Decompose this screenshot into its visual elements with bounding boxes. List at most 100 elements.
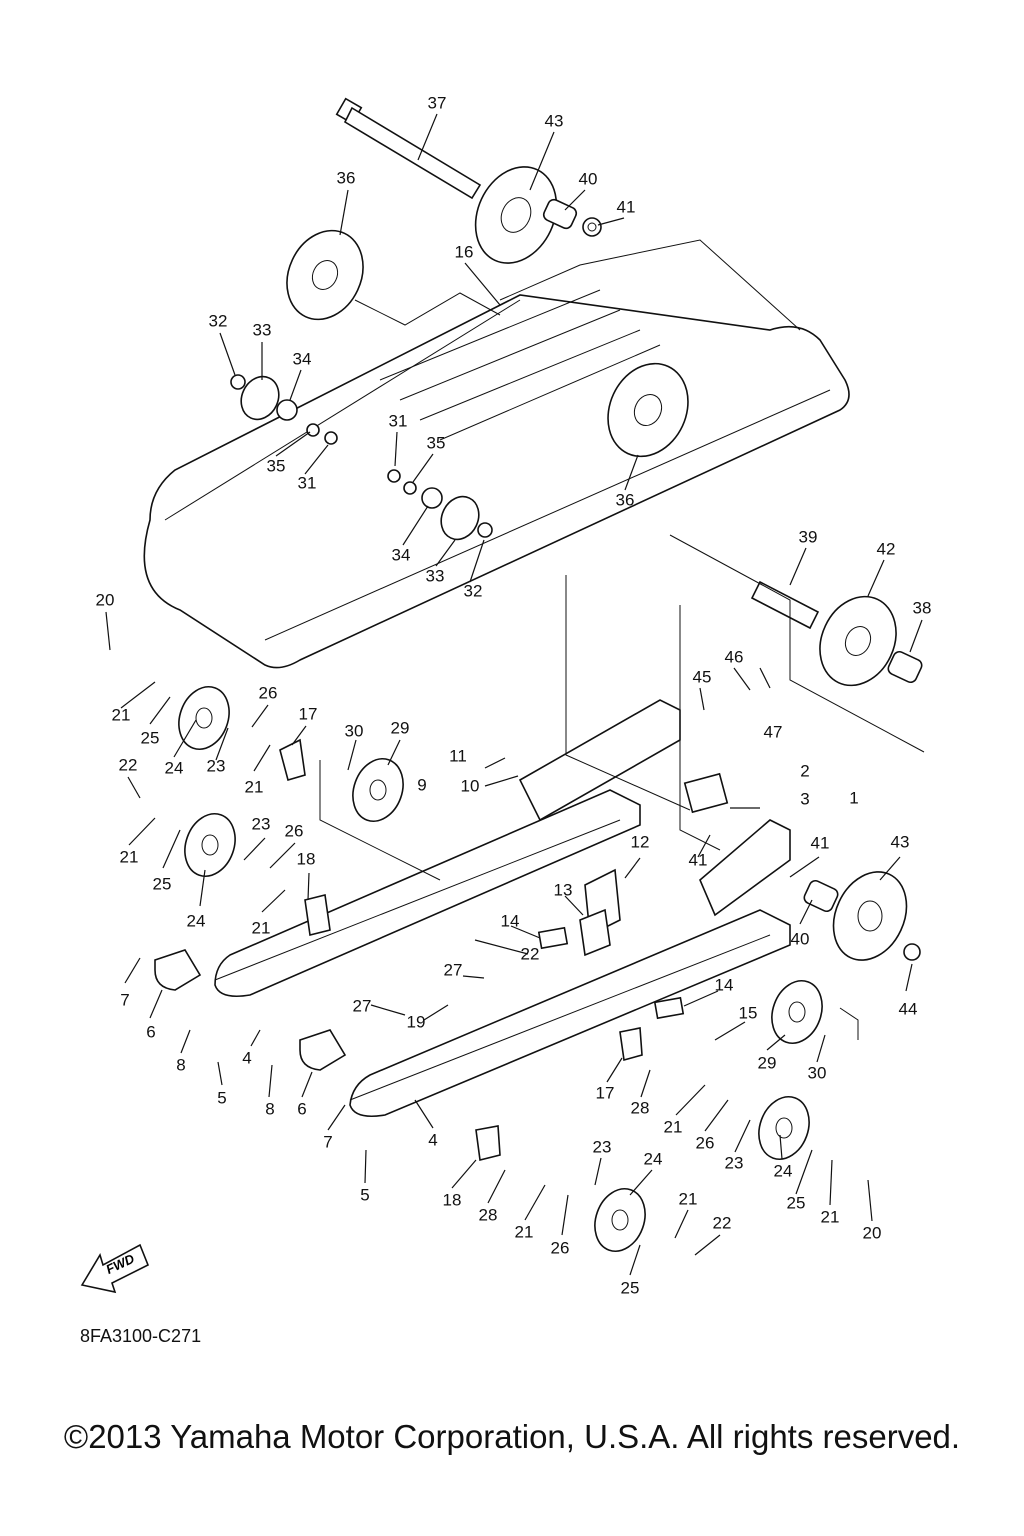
callout-23: 23 [593, 1137, 612, 1156]
callout-3: 3 [800, 789, 809, 808]
callout-14: 14 [501, 911, 520, 930]
callout-28: 28 [479, 1205, 498, 1224]
alignment-guides [319, 292, 925, 1040]
callout-20: 20 [863, 1223, 882, 1242]
callout-21: 21 [120, 847, 139, 866]
callout-41: 41 [689, 850, 708, 869]
stopper-6-a [154, 949, 202, 991]
callout-27: 27 [353, 996, 372, 1015]
track-belt [143, 239, 850, 669]
callout-40: 40 [791, 929, 810, 948]
leader-lines [105, 113, 923, 1276]
callout-16: 16 [455, 242, 474, 261]
callout-27: 27 [444, 960, 463, 979]
callout-4: 4 [428, 1130, 437, 1149]
rear-wheel-42 [819, 595, 897, 687]
callout-42: 42 [877, 539, 896, 558]
callout-21: 21 [679, 1189, 698, 1208]
callout-18: 18 [297, 849, 316, 868]
callout-31: 31 [298, 473, 317, 492]
guide-wheel-24-b [184, 813, 236, 877]
callout-14: 14 [715, 975, 734, 994]
callout-21: 21 [112, 705, 131, 724]
callout-21: 21 [252, 918, 271, 937]
callout-47: 47 [764, 722, 783, 741]
callout-33: 33 [426, 566, 445, 585]
bearing-set-center [387, 469, 493, 541]
callout-4: 4 [242, 1048, 251, 1067]
callout-46: 46 [725, 647, 744, 666]
callout-17: 17 [596, 1083, 615, 1102]
callout-20: 20 [96, 590, 115, 609]
callout-36: 36 [337, 168, 356, 187]
callout-24: 24 [187, 911, 206, 930]
callout-24: 24 [774, 1161, 793, 1180]
callout-21: 21 [245, 777, 264, 796]
callout-15: 15 [739, 1003, 758, 1022]
nut-44 [903, 943, 921, 961]
arm-bracket-18-b [475, 1125, 501, 1161]
forward-arrow: FWD [80, 1243, 150, 1294]
callout-25: 25 [141, 728, 160, 747]
callout-7: 7 [323, 1132, 332, 1151]
slide-rail-left [214, 789, 641, 998]
callout-35: 35 [267, 456, 286, 475]
callout-8: 8 [176, 1055, 185, 1074]
callout-25: 25 [787, 1193, 806, 1212]
callout-30: 30 [345, 721, 364, 740]
callout-17: 17 [299, 704, 318, 723]
copyright-notice: ©2013 Yamaha Motor Corporation, U.S.A. A… [63, 1418, 961, 1455]
diagram-code: 8FA3100-C271 [80, 1326, 202, 1346]
callout-32: 32 [464, 581, 483, 600]
arm-bracket-17-a [279, 738, 306, 781]
idler-wheel-36-left [286, 229, 364, 321]
idler-wheel-36-right [607, 362, 689, 458]
callout-44: 44 [899, 999, 918, 1018]
callout-2: 2 [800, 761, 809, 780]
callout-34: 34 [293, 349, 312, 368]
callout-28: 28 [631, 1098, 650, 1117]
callout-37: 37 [428, 93, 447, 112]
arm-bracket-18-a [304, 894, 331, 936]
callout-1: 1 [849, 788, 858, 807]
guide-wheel-24-c [758, 1096, 810, 1160]
callout-18: 18 [443, 1190, 462, 1209]
callout-21: 21 [821, 1207, 840, 1226]
collar-38 [887, 650, 923, 684]
callout-19: 19 [407, 1012, 426, 1031]
callout-29: 29 [391, 718, 410, 737]
callout-34: 34 [392, 545, 411, 564]
callout-26: 26 [551, 1238, 570, 1257]
collar-40-lower [803, 879, 839, 913]
callout-24: 24 [644, 1149, 663, 1168]
callout-39: 39 [799, 527, 818, 546]
callout-41: 41 [617, 197, 636, 216]
rear-axle-shaft [335, 97, 482, 200]
callout-29: 29 [758, 1053, 777, 1072]
plate-2 [683, 772, 729, 814]
callout-22: 22 [521, 944, 540, 963]
callout-25: 25 [621, 1278, 640, 1297]
callout-36: 36 [616, 490, 635, 509]
callout-21: 21 [664, 1117, 683, 1136]
callout-26: 26 [285, 821, 304, 840]
callout-26: 26 [696, 1133, 715, 1152]
callout-35: 35 [427, 433, 446, 452]
callout-23: 23 [725, 1153, 744, 1172]
block-14-a [537, 926, 569, 950]
callout-12: 12 [631, 832, 650, 851]
callout-10: 10 [461, 776, 480, 795]
guide-wheel-24-a [178, 686, 230, 750]
callout-41: 41 [811, 833, 830, 852]
washer-41-top [582, 217, 602, 237]
rear-axle-39 [750, 580, 820, 630]
guide-wheel-24-d [594, 1188, 646, 1252]
callout-7: 7 [120, 990, 129, 1009]
slide-rail-right [349, 909, 791, 1118]
callout-5: 5 [217, 1088, 226, 1107]
callout-8: 8 [265, 1099, 274, 1118]
block-14-b [653, 996, 685, 1020]
callout-22: 22 [119, 755, 138, 774]
callout-25: 25 [153, 874, 172, 893]
